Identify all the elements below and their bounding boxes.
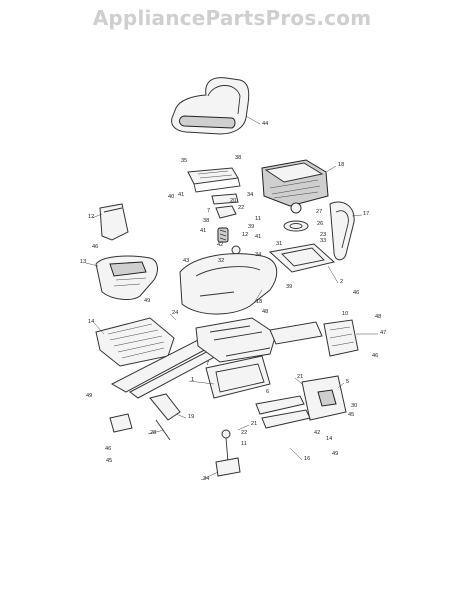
callout-label: 33 bbox=[320, 238, 326, 244]
callout-label: 49 bbox=[332, 451, 338, 457]
pedal-assembly[interactable] bbox=[109, 393, 181, 441]
callout-label: 23 bbox=[320, 232, 326, 238]
callout-label: 1 bbox=[191, 377, 194, 383]
callout-label: 34 bbox=[247, 192, 253, 198]
rear-hitch-plate[interactable] bbox=[301, 375, 347, 421]
callout-label: 20 bbox=[230, 198, 236, 204]
callout-label: 21 bbox=[251, 421, 257, 427]
callout-label: 32 bbox=[218, 258, 224, 264]
engine-mount-plate[interactable] bbox=[268, 243, 336, 273]
callout-label: 39 bbox=[248, 224, 254, 230]
callout-label: 14 bbox=[326, 436, 332, 442]
callout-label: 11 bbox=[241, 441, 247, 447]
callout-label: 48 bbox=[375, 314, 381, 320]
callout-label: 24 bbox=[172, 310, 178, 316]
callout-label: 5 bbox=[346, 379, 349, 385]
callout-label: 26 bbox=[317, 221, 323, 227]
callout-label: 18 bbox=[256, 299, 262, 305]
callout-label: 38 bbox=[203, 218, 209, 224]
callout-label: 49 bbox=[86, 393, 92, 399]
callout-label: 42 bbox=[314, 430, 320, 436]
callout-label: 14 bbox=[88, 319, 94, 325]
shift-lever[interactable] bbox=[215, 429, 241, 477]
callout-label: 28 bbox=[150, 430, 156, 436]
callout-label: 41 bbox=[200, 228, 206, 234]
seat-hardware[interactable] bbox=[211, 193, 241, 255]
callout-label: 45 bbox=[106, 458, 112, 464]
callout-label: 40 bbox=[168, 194, 174, 200]
callout-label: 2 bbox=[340, 279, 343, 285]
callout-label: 46 bbox=[105, 446, 111, 452]
callout-label: 45 bbox=[348, 412, 354, 418]
callout-label: 7 bbox=[206, 361, 209, 367]
callout-label: 46 bbox=[353, 290, 359, 296]
callout-label: 34 bbox=[203, 476, 209, 482]
callout-label: 22 bbox=[238, 205, 244, 211]
dash-panel[interactable] bbox=[95, 255, 158, 300]
side-panel[interactable] bbox=[323, 319, 359, 357]
callout-label: 19 bbox=[188, 414, 194, 420]
hood-body[interactable] bbox=[179, 253, 278, 315]
leader-lines bbox=[85, 115, 378, 481]
callout-label: 46 bbox=[92, 244, 98, 250]
callout-label: 46 bbox=[372, 353, 378, 359]
callout-label: 30 bbox=[351, 403, 357, 409]
callout-label: 18 bbox=[338, 162, 344, 168]
callout-label: 10 bbox=[342, 311, 348, 317]
callout-label: 41 bbox=[178, 192, 184, 198]
callout-label: 21 bbox=[297, 374, 303, 380]
callout-label: 48 bbox=[262, 309, 268, 315]
callout-label: 43 bbox=[183, 258, 189, 264]
callout-label: 39 bbox=[286, 284, 292, 290]
callout-label: 47 bbox=[380, 330, 386, 336]
callout-label: 31 bbox=[276, 241, 282, 247]
side-guard[interactable] bbox=[329, 201, 355, 261]
callout-label: 13 bbox=[80, 259, 86, 265]
callout-label: 6 bbox=[266, 389, 269, 395]
main-frame[interactable] bbox=[110, 317, 323, 399]
callout-label: 41 bbox=[255, 234, 261, 240]
callout-label: 16 bbox=[304, 456, 310, 462]
callout-label: 34 bbox=[255, 252, 261, 258]
watermark-text: AppliancePartsPros.com bbox=[92, 6, 372, 30]
callout-label: 35 bbox=[181, 158, 187, 164]
seat[interactable] bbox=[171, 77, 250, 135]
callout-label: 17 bbox=[363, 211, 369, 217]
callout-label: 7 bbox=[207, 208, 210, 214]
callout-label: 27 bbox=[316, 209, 322, 215]
callout-label: 12 bbox=[88, 214, 94, 220]
callout-label: 11 bbox=[255, 216, 261, 222]
callout-label: 12 bbox=[242, 232, 248, 238]
bracket-plates[interactable] bbox=[255, 395, 311, 429]
callout-label: 42 bbox=[217, 242, 223, 248]
callout-label: 49 bbox=[144, 298, 150, 304]
battery-tray[interactable] bbox=[205, 355, 271, 399]
engine[interactable] bbox=[261, 159, 329, 232]
seat-bracket[interactable] bbox=[187, 167, 241, 193]
callout-label: 22 bbox=[241, 430, 247, 436]
callout-label: 38 bbox=[235, 155, 241, 161]
steering-column-cover[interactable] bbox=[99, 203, 129, 241]
callout-label: 44 bbox=[262, 121, 268, 127]
